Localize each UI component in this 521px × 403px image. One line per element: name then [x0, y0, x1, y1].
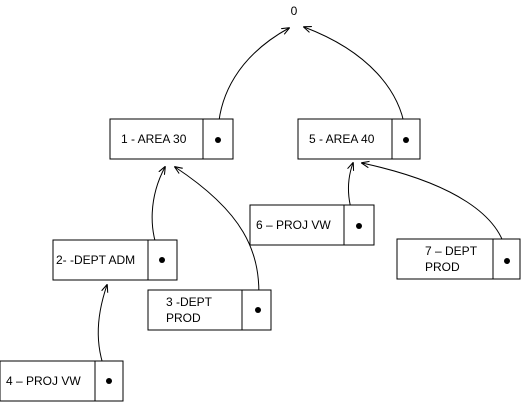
node-6: 6 – PROJ VW: [249, 204, 375, 246]
node-box: [297, 118, 421, 160]
pointer-dot: [504, 258, 510, 264]
node-label: 2- -DEPT ADM: [56, 253, 135, 267]
pointer-dot: [356, 223, 362, 229]
node-1: 1 - AREA 30: [109, 118, 234, 160]
node-box: [52, 239, 178, 281]
node-box: [109, 118, 234, 160]
node-3: 3 -DEPT PROD: [147, 289, 272, 331]
node-4: 4 – PROJ VW: [0, 360, 124, 402]
node-label: 6 – PROJ VW: [256, 218, 331, 232]
pointer-dot: [255, 307, 261, 313]
node-label: 7 – DEPT: [425, 244, 478, 258]
node-label: PROD: [166, 311, 201, 325]
node-box: [249, 204, 375, 246]
node-7: 7 – DEPT PROD: [396, 238, 521, 280]
pointer-dot: [215, 137, 221, 143]
node-label: 5 - AREA 40: [309, 132, 375, 146]
link-n3-to-n1: [175, 167, 260, 310]
node-label: 4 – PROJ VW: [6, 374, 81, 388]
node-label: 3 -DEPT: [166, 295, 213, 309]
node-label: PROD: [425, 260, 460, 274]
pointer-dot: [159, 257, 165, 263]
node-box: [147, 289, 272, 331]
pointer-dot: [106, 378, 112, 384]
node-2: 2- -DEPT ADM: [52, 239, 178, 281]
node-label: 1 - AREA 30: [121, 132, 187, 146]
node-box: [396, 238, 521, 280]
node-5: 5 - AREA 40: [297, 118, 421, 160]
pointer-dot: [403, 137, 409, 143]
node-box: [0, 360, 124, 402]
root-label: 0: [291, 4, 298, 18]
